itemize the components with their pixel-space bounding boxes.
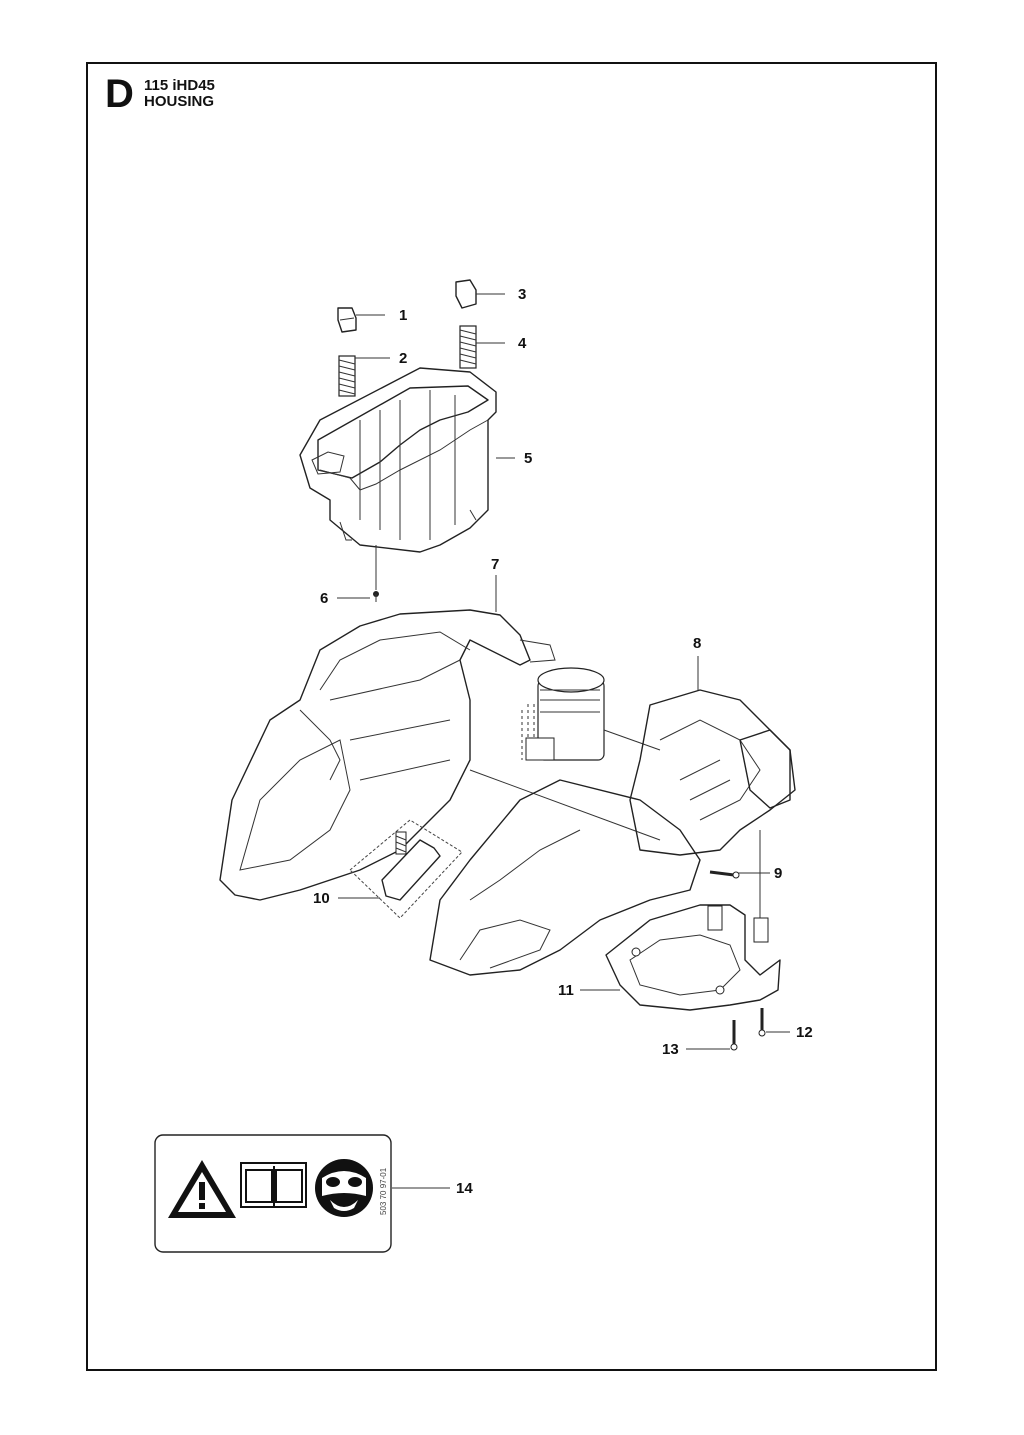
callout-4: 4 [518, 335, 527, 352]
part-3-cap [455, 279, 477, 309]
section-letter: D [105, 72, 134, 116]
callout-10: 10 [313, 890, 330, 907]
part-5-battery-compartment [299, 367, 497, 590]
part-9-screw [709, 830, 761, 920]
callout-3: 3 [518, 286, 526, 303]
callout-7: 7 [491, 556, 499, 573]
part-2-spring [338, 355, 356, 397]
callout-6: 6 [320, 590, 328, 607]
model-title: 115 iHD45 [144, 77, 215, 94]
part-11-bottom-cover [605, 904, 781, 1011]
callouts: 1 2 3 4 5 6 7 8 9 10 11 12 13 14 [313, 286, 813, 1197]
part-7-housing-left [219, 609, 556, 901]
callout-8: 8 [693, 635, 701, 652]
part-4-spring [459, 325, 477, 369]
callout-13: 13 [662, 1041, 679, 1058]
callout-9: 9 [774, 865, 782, 882]
lower-housing [429, 779, 701, 976]
warning-triangle-icon [168, 1160, 236, 1218]
motor [469, 667, 661, 841]
part-10-trigger-assembly [349, 819, 463, 919]
page-frame [86, 62, 937, 1371]
callout-2: 2 [399, 350, 407, 367]
callout-14: 14 [456, 1180, 473, 1197]
leader-lines [337, 293, 790, 1189]
read-manual-icon [240, 1162, 307, 1208]
part-6-screw [373, 591, 379, 602]
decal-part-code: 503 70 97-01 [379, 1167, 388, 1215]
callout-12: 12 [796, 1024, 813, 1041]
section-title: HOUSING [144, 93, 215, 110]
part-12-screw [758, 1008, 766, 1037]
callout-1: 1 [399, 307, 407, 324]
protective-gear-icon [315, 1159, 373, 1217]
part-8-housing-right [629, 689, 796, 856]
part-14-decal: 503 70 97-01 [154, 1134, 392, 1253]
callout-11: 11 [558, 982, 574, 999]
part-13-screw [730, 1020, 738, 1051]
part-1-cap [337, 307, 357, 333]
callout-5: 5 [524, 450, 532, 467]
